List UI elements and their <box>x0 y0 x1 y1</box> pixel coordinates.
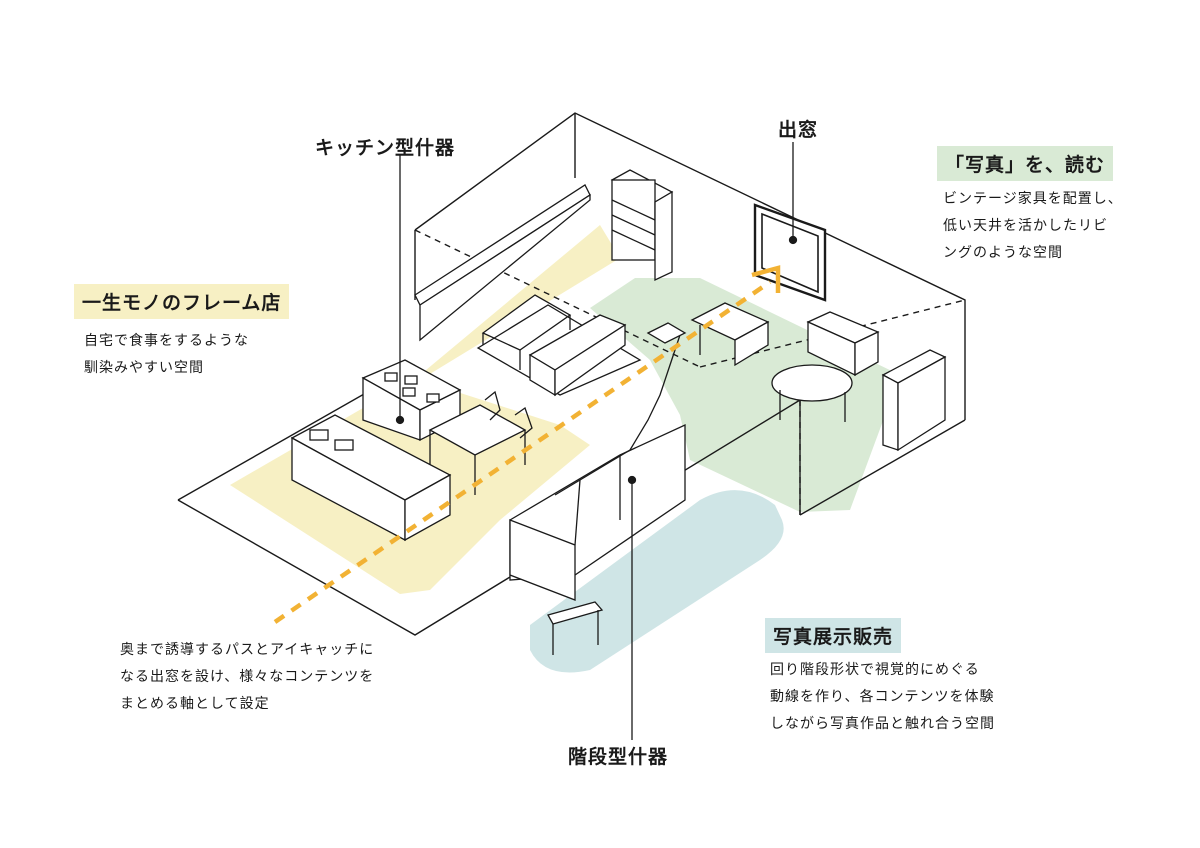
zone-title-read-photos: 「写真」を、読む <box>937 146 1114 181</box>
desc-line: 馴染みやすい空間 <box>84 360 204 376</box>
desc-line: ビンテージ家具を配置し、 <box>943 191 1123 207</box>
kitchen-island <box>290 359 462 542</box>
zone-blue-floor <box>530 490 784 673</box>
desc-line: 動線を作り、各コンテンツを体験 <box>770 689 995 705</box>
round-table <box>771 364 853 422</box>
desk <box>690 302 770 367</box>
right-shelf <box>881 349 947 452</box>
desc-line: 自宅で食事をするような <box>84 333 249 349</box>
desc-line: ングのような空間 <box>943 245 1063 261</box>
zone-desc-photo-exhibit: 回り階段形状で視覚的にめぐる 動線を作り、各コンテンツを体験 しながら写真作品と… <box>770 657 995 738</box>
desc-line: 奥まで誘導するパスとアイキャッチに <box>120 642 375 658</box>
desc-line: 回り階段形状で視覚的にめぐる <box>770 662 980 678</box>
stair-fixture <box>509 322 687 601</box>
path-note: 奥まで誘導するパスとアイキャッチに なる出窓を設け、様々なコンテンツを まとめる… <box>120 637 374 718</box>
label-bay-window: 出窓 <box>778 119 819 141</box>
sideboard <box>806 311 880 377</box>
desc-line: しながら写真作品と触れ合う空間 <box>770 716 995 732</box>
desc-line: なる出窓を設け、様々なコンテンツを <box>120 669 375 685</box>
label-kitchen-fixture: キッチン型什器 <box>315 137 456 159</box>
desc-line: まとめる軸として設定 <box>120 696 270 712</box>
front-table <box>547 601 604 655</box>
desc-line: 低い天井を活かしたリビ <box>943 218 1108 234</box>
zone-desc-frame-shop: 自宅で食事をするような 馴染みやすい空間 <box>84 328 249 382</box>
wall-counter <box>414 184 591 342</box>
guidance-path-arrowhead <box>751 265 781 293</box>
counter-table <box>428 390 533 495</box>
bay-window <box>753 203 827 302</box>
zone-desc-read-photos: ビンテージ家具を配置し、 低い天井を活かしたリビ ングのような空間 <box>943 186 1123 267</box>
zone-title-frame-shop: 一生モノのフレーム店 <box>74 284 290 319</box>
guidance-path <box>273 280 772 624</box>
zone-title-photo-exhibit: 写真展示販売 <box>765 618 902 653</box>
back-shelf <box>610 169 674 282</box>
label-stair-fixture: 階段型什器 <box>568 746 669 768</box>
sofa <box>528 314 627 397</box>
leader-lines <box>395 142 798 740</box>
